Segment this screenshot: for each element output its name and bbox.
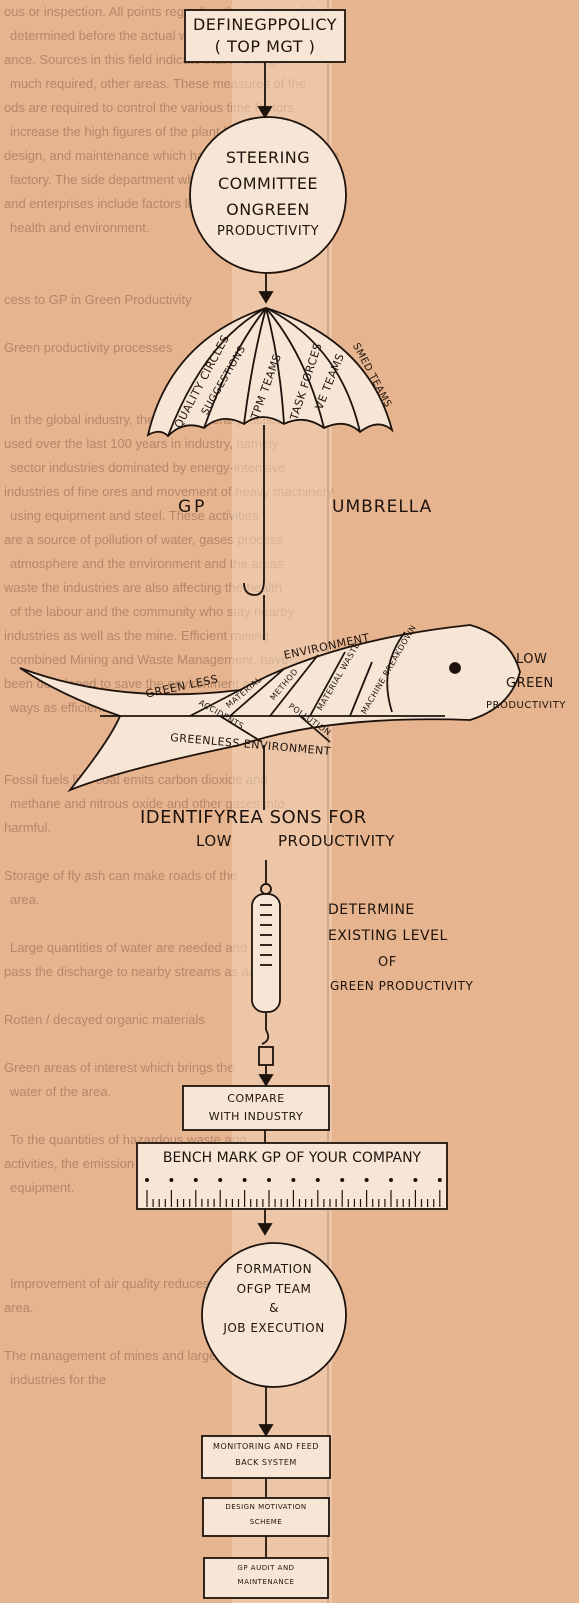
- fish-head-label: PRODUCTIVITY: [486, 700, 566, 711]
- fish-head-label: GREEN: [506, 676, 554, 691]
- formation-line-1: FORMATION: [210, 1262, 338, 1276]
- determine-line-3: OF: [378, 955, 397, 970]
- benchmark-label: BENCH MARK GP OF YOUR COMPANY: [137, 1150, 447, 1166]
- audit-line-2: MAINTENANCE: [204, 1578, 328, 1586]
- umbrella-left-label: GP: [178, 497, 207, 517]
- identify-line-2-right: PRODUCTIVITY: [278, 832, 395, 850]
- compare-line-2: WITH INDUSTRY: [183, 1110, 329, 1123]
- ruler-dot: [170, 1179, 173, 1182]
- formation-line-4: JOB EXECUTION: [210, 1321, 338, 1335]
- steering-line-3: ONGREEN: [190, 200, 346, 219]
- umbrella-right-label: UMBRELLA: [332, 497, 432, 517]
- identify-line-1: IDENTIFYREA SONS FOR: [140, 807, 367, 828]
- policy-subtitle: ( TOP MGT ): [185, 37, 345, 56]
- monitoring-line-1: MONITORING AND FEED: [202, 1442, 330, 1451]
- fish-head-label: LOW: [516, 652, 547, 667]
- ruler-dot: [146, 1179, 149, 1182]
- steering-line-2: COMMITTEE: [190, 174, 346, 193]
- ruler-dot: [268, 1179, 271, 1182]
- formation-line-2: OFGP TEAM: [210, 1282, 338, 1296]
- ruler-dot: [292, 1179, 295, 1182]
- determine-line-1: DETERMINE: [328, 902, 415, 918]
- ruler-dot: [243, 1179, 246, 1182]
- identify-line-2-left: LOW: [196, 832, 232, 850]
- ruler-dot: [365, 1179, 368, 1182]
- determine-line-4: GREEN PRODUCTIVITY: [330, 979, 473, 993]
- ruler-dot: [194, 1179, 197, 1182]
- ruler-dot: [341, 1179, 344, 1182]
- determine-line-2: EXISTING LEVEL: [328, 928, 448, 944]
- steering-line-4: PRODUCTIVITY: [190, 224, 346, 239]
- ruler-dot: [414, 1179, 417, 1182]
- ruler-dot: [438, 1179, 441, 1182]
- monitoring-line-2: BACK SYSTEM: [202, 1458, 330, 1467]
- compare-line-1: COMPARE: [183, 1092, 329, 1105]
- motivation-line-1: DESIGN MOTIVATION: [203, 1503, 329, 1511]
- formation-line-3: &: [210, 1301, 338, 1315]
- ruler-dot: [316, 1179, 319, 1182]
- ruler-dot: [219, 1179, 222, 1182]
- ruler-dot: [390, 1179, 393, 1182]
- steering-circle: [190, 117, 346, 273]
- policy-title: DEFINEGPPOLICY: [185, 15, 345, 34]
- audit-line-1: GP AUDIT AND: [204, 1564, 328, 1572]
- motivation-line-2: SCHEME: [203, 1518, 329, 1526]
- steering-line-1: STEERING: [190, 148, 346, 167]
